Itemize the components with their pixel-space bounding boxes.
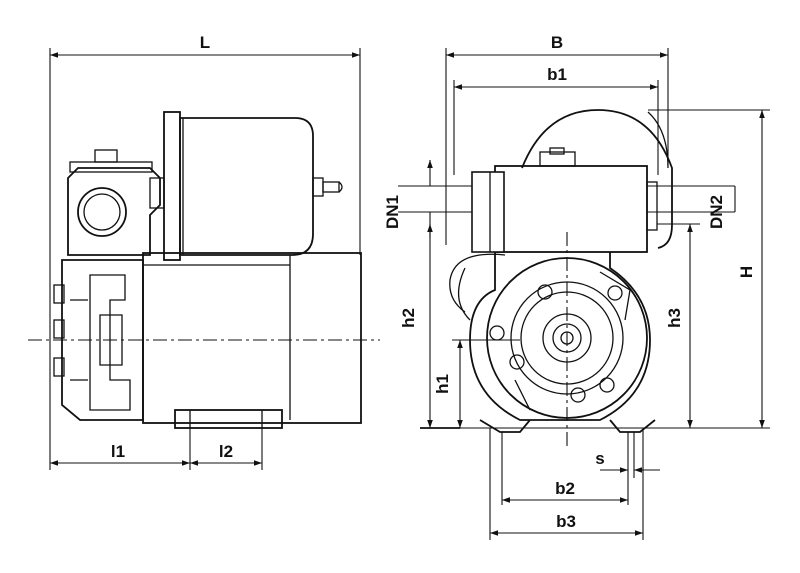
label-h1: h1 bbox=[433, 374, 452, 394]
inlet-block bbox=[471, 171, 505, 253]
volute-front bbox=[469, 252, 651, 421]
base-front bbox=[479, 419, 531, 433]
label-b1: b1 bbox=[547, 65, 567, 84]
label-DN2: DN2 bbox=[707, 195, 726, 229]
label-h2: h2 bbox=[399, 308, 418, 328]
base-foot bbox=[174, 409, 283, 429]
volute-body bbox=[61, 259, 144, 421]
label-h3: h3 bbox=[665, 308, 684, 328]
motor-body bbox=[142, 252, 362, 424]
flange-plate bbox=[163, 111, 181, 261]
label-s: s bbox=[595, 449, 604, 468]
side-view: L l1 l2 bbox=[28, 33, 380, 470]
label-b3: b3 bbox=[556, 512, 576, 531]
label-l2: l2 bbox=[219, 442, 233, 461]
inlet-port bbox=[77, 187, 127, 237]
pump-head-front bbox=[494, 165, 648, 253]
pump-head bbox=[67, 167, 161, 256]
tank-front bbox=[521, 109, 673, 249]
label-l1: l1 bbox=[111, 442, 125, 461]
label-b2: b2 bbox=[555, 479, 575, 498]
label-B: B bbox=[551, 33, 563, 52]
label-L: L bbox=[200, 33, 210, 52]
pressure-tank bbox=[179, 117, 314, 256]
label-H: H bbox=[737, 266, 756, 278]
front-view: B b1 H DN1 DN2 h2 h1 h3 bbox=[383, 33, 770, 540]
label-DN1: DN1 bbox=[383, 195, 402, 229]
